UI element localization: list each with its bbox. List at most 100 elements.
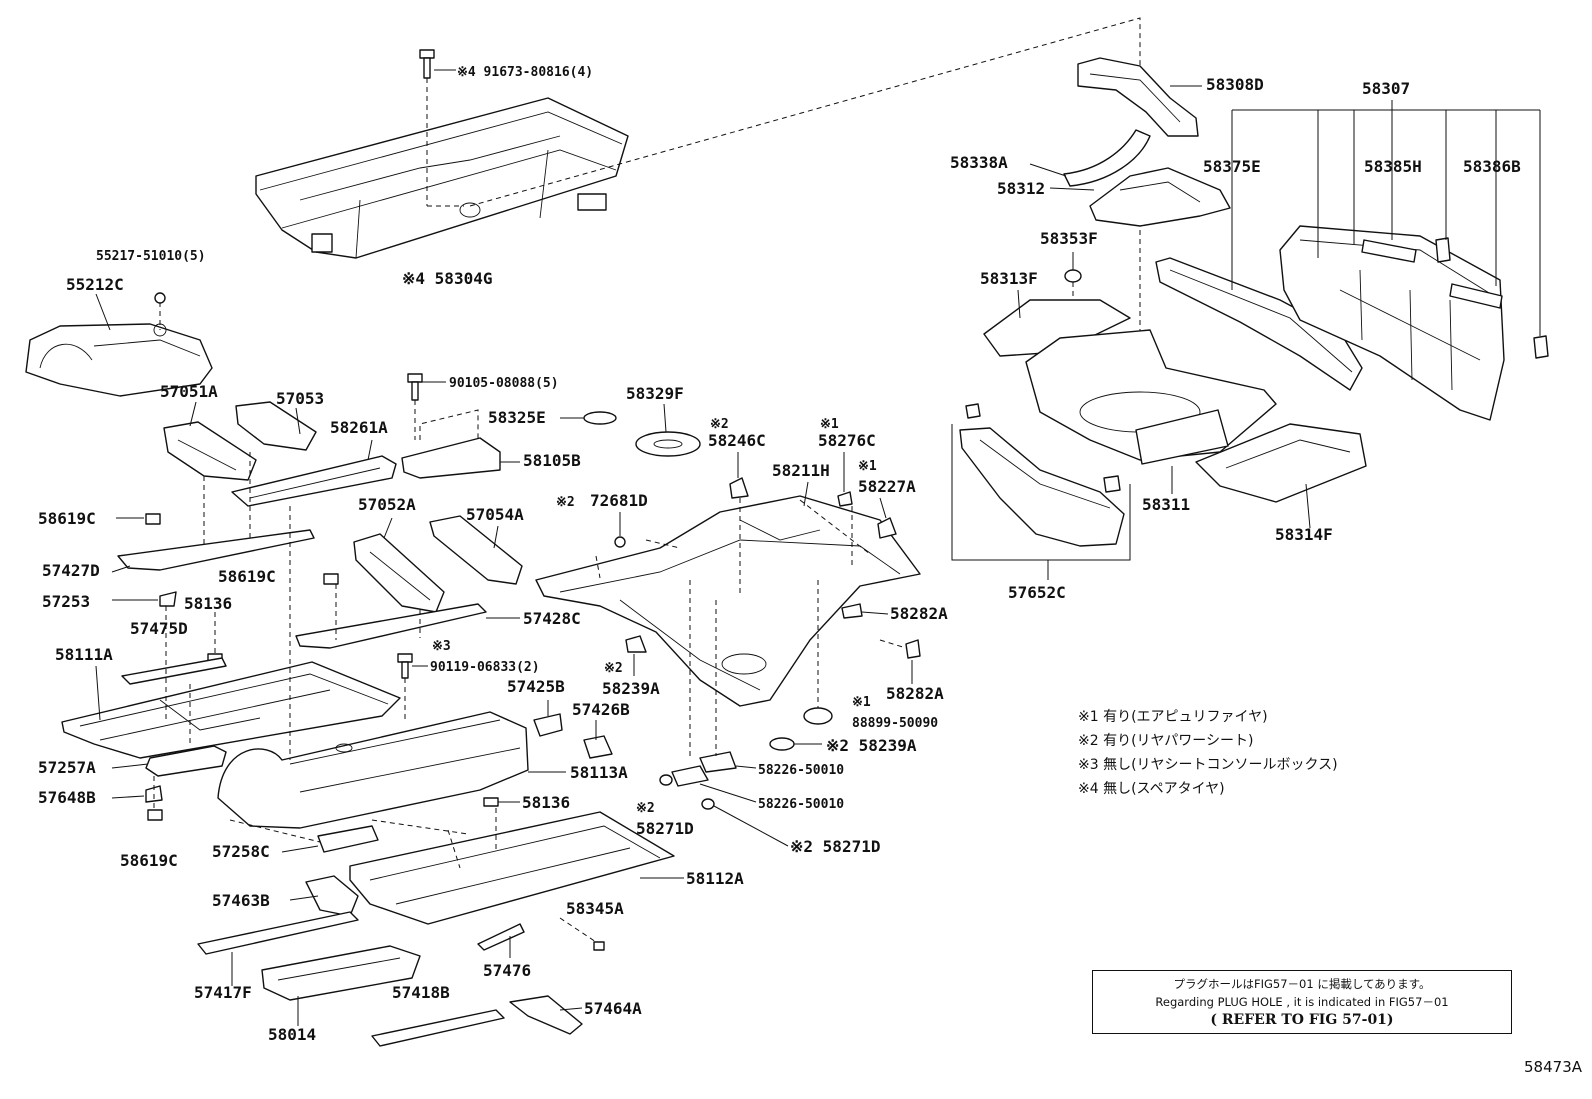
label-part-58345a[interactable]: 58345A (566, 899, 624, 918)
label-part-58271d-1[interactable]: 58271D (636, 819, 694, 838)
label-part-58226-2[interactable]: 58226-50010 (758, 797, 844, 812)
label-part-88899[interactable]: 88899-50090 (852, 716, 938, 731)
plug-58271d-2 (701, 798, 715, 810)
pad-58329f (635, 403, 701, 457)
label-part-57257a[interactable]: 57257A (38, 758, 96, 777)
label-part-58111a[interactable]: 58111A (55, 645, 113, 664)
member-57051a (163, 401, 257, 481)
label-part-58227a[interactable]: 58227A (858, 477, 916, 496)
label-part-57428c[interactable]: 57428C (523, 609, 581, 628)
label-part-58112a[interactable]: 58112A (686, 869, 744, 888)
reinforcement-57475d (121, 657, 227, 685)
tray-58312 (1049, 167, 1231, 227)
marker-mark-58227a: ※1 (858, 459, 877, 474)
label-part-55212c[interactable]: 55212C (66, 275, 124, 294)
member-57652c (951, 403, 1131, 580)
marker-mark-58246c: ※2 (710, 417, 729, 432)
label-part-58261a[interactable]: 58261A (330, 418, 388, 437)
label-part-58619c-2[interactable]: 58619C (218, 567, 276, 586)
label-part-58136-1[interactable]: 58136 (184, 594, 232, 613)
footnote-3: ※3 無し(リヤシートコンソールボックス) (1078, 757, 1338, 773)
footnote-2: ※2 有り(リヤパワーシート) (1078, 733, 1254, 749)
label-part-58282a-1[interactable]: 58282A (890, 604, 948, 623)
label-part-58385h[interactable]: 58385H (1364, 157, 1422, 176)
label-part-58014[interactable]: 58014 (268, 1025, 316, 1044)
label-part-57258c[interactable]: 57258C (212, 842, 270, 861)
label-part-58113a[interactable]: 58113A (570, 763, 628, 782)
label-part-57418b[interactable]: 57418B (392, 983, 450, 1002)
label-part-57427d[interactable]: 57427D (42, 561, 100, 580)
member-58338a (1029, 129, 1151, 187)
label-part-58136-2[interactable]: 58136 (522, 793, 570, 812)
label-part-58276c[interactable]: 58276C (818, 431, 876, 450)
label-part-57052a[interactable]: 57052A (358, 495, 416, 514)
label-part-72681d[interactable]: 72681D (590, 491, 648, 510)
reference-link[interactable]: ( REFER TO FIG 57-01) (1210, 1012, 1394, 1028)
label-part-58314f[interactable]: 58314F (1275, 525, 1333, 544)
label-part-57051a[interactable]: 57051A (160, 382, 218, 401)
marker-mark-58271d-1: ※2 (636, 801, 655, 816)
label-part-57475d[interactable]: 57475D (130, 619, 188, 638)
member-57052a (353, 517, 445, 613)
label-part-57417f[interactable]: 57417F (194, 983, 252, 1002)
label-part-57253[interactable]: 57253 (42, 592, 90, 611)
plug-58136-2 (483, 797, 499, 807)
part-labels: ※4 58304G ※4 91673-80816(4) 55217-51010(5)… (38, 65, 1521, 1044)
label-part-58304g[interactable]: ※4 58304G (402, 269, 492, 288)
assembly-dashed-lines (153, 452, 907, 869)
label-part-58619c-3[interactable]: 58619C (120, 851, 178, 870)
label-part-57464a[interactable]: 57464A (584, 999, 642, 1018)
label-part-58313f[interactable]: 58313F (980, 269, 1038, 288)
marker-mark-58239a-1: ※2 (604, 661, 623, 676)
label-part-57053[interactable]: 57053 (276, 389, 324, 408)
footnote-1: ※1 有り(エアピュリファイヤ) (1078, 709, 1268, 725)
label-part-57476[interactable]: 57476 (483, 961, 531, 980)
label-part-58375e[interactable]: 58375E (1203, 157, 1261, 176)
bracket-58014 (261, 945, 421, 1026)
panel-55212c (25, 292, 213, 397)
label-part-55217[interactable]: 55217-51010(5) (96, 249, 206, 264)
label-part-57652c[interactable]: 57652C (1008, 583, 1066, 602)
label-part-58307[interactable]: 58307 (1362, 79, 1410, 98)
label-part-57425b[interactable]: 57425B (507, 677, 565, 696)
sill-57417f (197, 911, 359, 955)
bracket-57425b (533, 713, 563, 737)
label-part-57648b[interactable]: 57648B (38, 788, 96, 807)
label-part-57426b[interactable]: 57426B (572, 700, 630, 719)
label-part-58311[interactable]: 58311 (1142, 495, 1190, 514)
label-part-58271d-2[interactable]: ※2 58271D (790, 837, 880, 856)
bracket-58226-1 (699, 751, 737, 773)
label-part-58386b[interactable]: 58386B (1463, 157, 1521, 176)
clip-58345a (593, 941, 605, 951)
label-part-58338a[interactable]: 58338A (950, 153, 1008, 172)
bracket-58246c (729, 477, 749, 499)
pad-58619c-1 (145, 513, 161, 525)
sill-57418b (371, 1009, 505, 1047)
label-part-57054a[interactable]: 57054A (466, 505, 524, 524)
label-part-58325e[interactable]: 58325E (488, 408, 546, 427)
label-part-58239a-1[interactable]: 58239A (602, 679, 660, 698)
label-part-58329f[interactable]: 58329F (626, 384, 684, 403)
label-part-91673[interactable]: ※4 91673-80816(4) (457, 65, 593, 80)
label-part-57463b[interactable]: 57463B (212, 891, 270, 910)
label-part-58619c-1[interactable]: 58619C (38, 509, 96, 528)
label-part-58246c[interactable]: 58246C (708, 431, 766, 450)
label-part-58226-1[interactable]: 58226-50010 (758, 763, 844, 778)
bracket-58105b (401, 409, 520, 479)
label-part-58105b[interactable]: 58105B (523, 451, 581, 470)
label-part-58353f[interactable]: 58353F (1040, 229, 1098, 248)
label-part-58282a-2[interactable]: 58282A (886, 684, 944, 703)
filter-88899 (803, 707, 833, 725)
bolt-90119 (397, 653, 428, 720)
label-part-58308d[interactable]: 58308D (1206, 75, 1264, 94)
label-part-90105[interactable]: 90105-08088(5) (449, 376, 559, 391)
label-part-58239a-2[interactable]: ※2 58239A (826, 736, 917, 755)
label-part-58312[interactable]: 58312 (997, 179, 1045, 198)
marker-mark-88899: ※1 (852, 695, 871, 710)
panel-58313f (983, 299, 1131, 357)
label-part-58211h[interactable]: 58211H (772, 461, 830, 480)
label-part-90119[interactable]: 90119-06833(2) (430, 660, 540, 675)
member-58261a (231, 439, 397, 507)
pad-58619c-2 (323, 573, 339, 585)
